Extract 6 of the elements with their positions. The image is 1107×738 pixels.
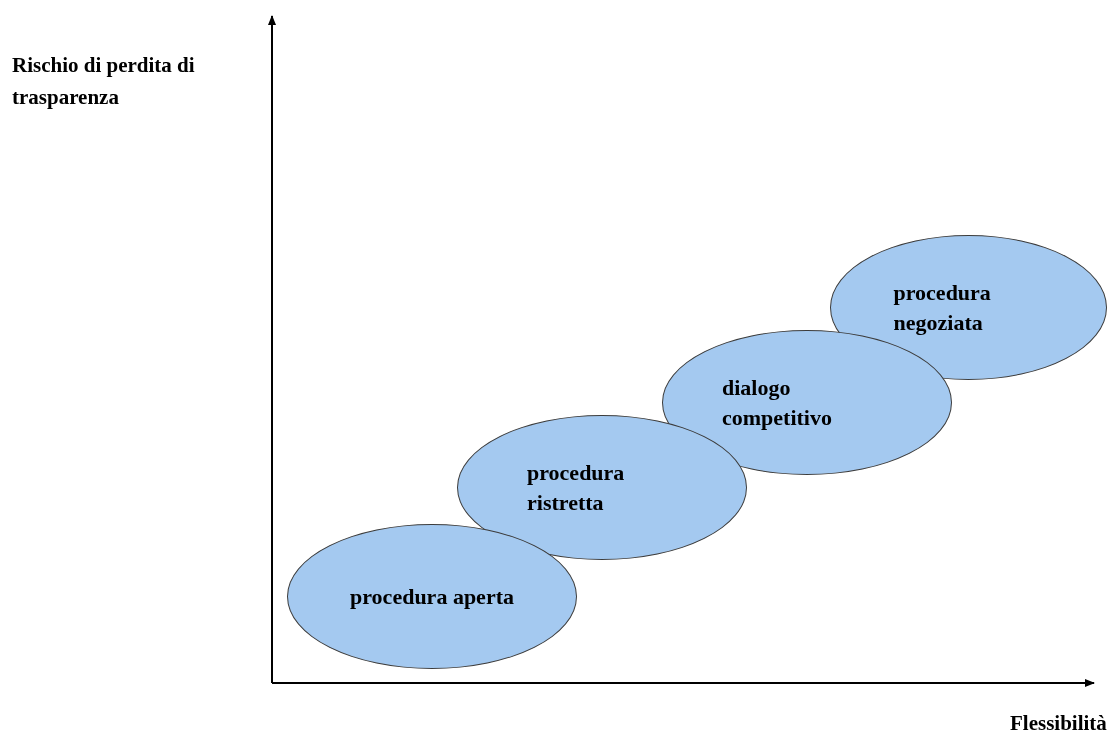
axis-label: Rischio di perdita di trasparenza	[12, 52, 196, 111]
node-text: procedura aperta	[350, 582, 514, 611]
axis-label: Flessibilità	[1010, 710, 1107, 737]
node-text: procedura negoziata	[893, 278, 992, 337]
node-text: procedura ristretta	[527, 458, 626, 517]
node-text: dialogo competitivo	[722, 373, 833, 432]
